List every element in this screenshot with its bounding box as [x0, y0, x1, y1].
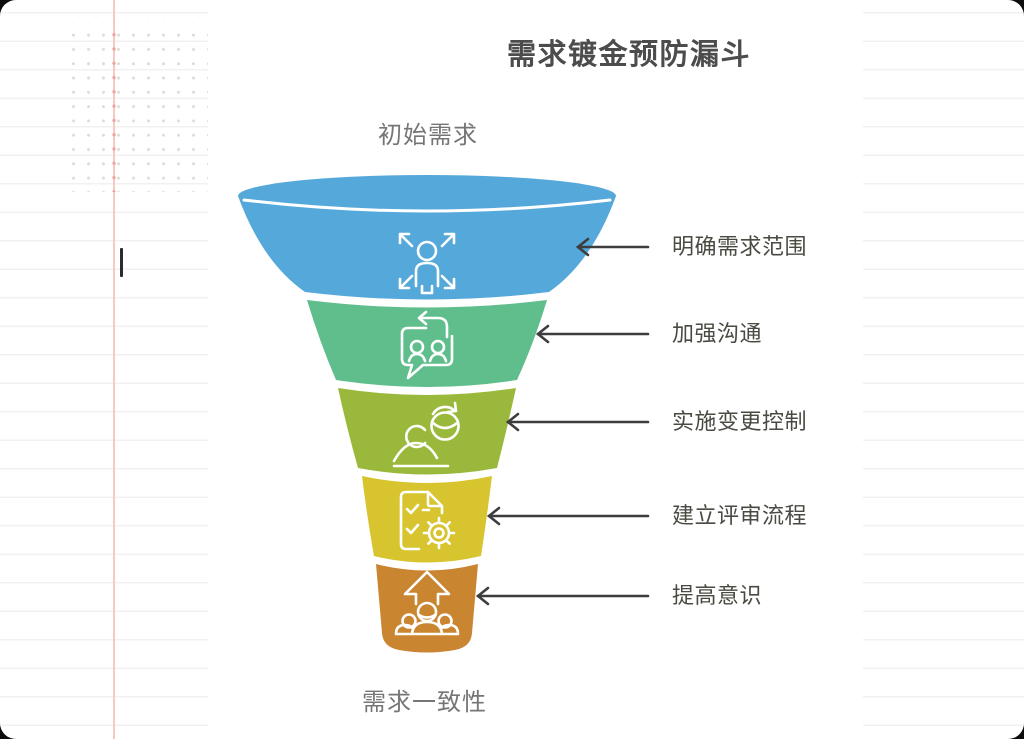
dot-grid-red-column: [109, 22, 119, 192]
dot-grid-pattern: [62, 22, 209, 192]
stage-arrow-1: [575, 237, 650, 257]
diagram-title: 需求镀金预防漏斗: [507, 39, 752, 71]
arrow-head: [575, 237, 590, 257]
stage-label-1: 明确需求范围: [672, 234, 808, 259]
stage-arrow-3: [505, 412, 650, 432]
funnel-top-label: 初始需求: [378, 122, 478, 149]
checklist-gear-icon: [399, 490, 456, 551]
change-control-globe-icon: [392, 401, 460, 468]
stage-label-3: 实施变更控制: [672, 409, 808, 434]
arrow-head: [486, 506, 501, 526]
arrow-head: [505, 412, 520, 432]
awareness-people-icon: [394, 570, 460, 636]
notebook-margin-line: [113, 0, 115, 739]
funnel-stage-1: [238, 175, 616, 300]
stage-label-5: 提高意识: [672, 583, 763, 608]
funnel-stage-3: [338, 388, 516, 475]
expand-person-icon: [398, 232, 456, 295]
communication-bubble-icon: [400, 310, 454, 380]
funnel-stage-2: [307, 300, 547, 387]
stage-label-4: 建立评审流程: [672, 503, 808, 528]
funnel-bottom-label: 需求一致性: [362, 689, 487, 716]
arrow-head: [535, 324, 550, 344]
text-caret: [120, 248, 123, 277]
diagram-canvas[interactable]: [208, 0, 863, 739]
funnel-stage-5: [376, 564, 478, 653]
funnel-stage-4: [362, 476, 492, 563]
stage-arrow-4: [486, 506, 650, 526]
arrow-head: [475, 586, 490, 606]
funnel-diagram: [238, 175, 650, 653]
stage-arrow-5: [475, 586, 650, 606]
funnel-rim-highlight: [242, 198, 612, 213]
stage-label-2: 加强沟通: [672, 321, 763, 346]
stage-arrow-2: [535, 324, 650, 344]
